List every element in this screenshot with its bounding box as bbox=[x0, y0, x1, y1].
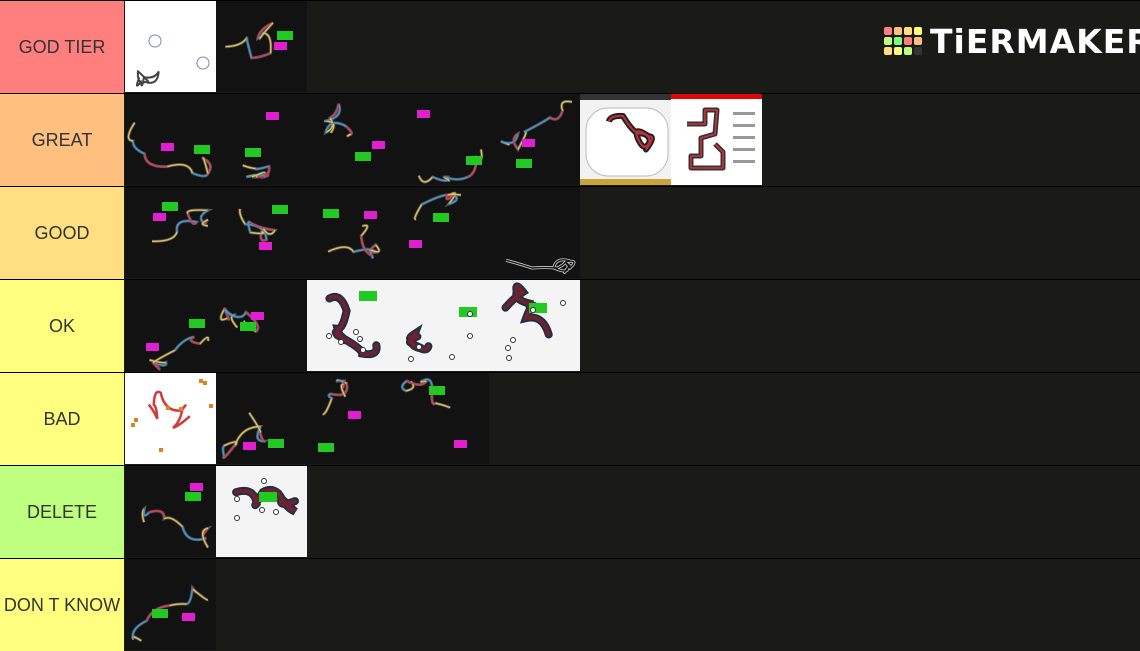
track-map-icon bbox=[307, 373, 398, 464]
logo-square bbox=[884, 27, 892, 35]
tier-item[interactable] bbox=[398, 187, 489, 278]
logo-text: TiERMAKER bbox=[930, 21, 1140, 61]
tier-items bbox=[125, 559, 216, 651]
tier-items bbox=[125, 94, 762, 186]
logo-square bbox=[884, 37, 892, 45]
logo-grid-icon bbox=[884, 27, 922, 55]
tier-items bbox=[125, 187, 580, 279]
tier-label[interactable]: DELETE bbox=[0, 466, 124, 558]
logo-square bbox=[914, 47, 922, 55]
track-map-icon bbox=[125, 559, 216, 650]
track-map-icon bbox=[216, 1, 307, 92]
logo-square bbox=[904, 47, 912, 55]
tiermaker-logo[interactable]: TiERMAKER bbox=[884, 20, 1140, 62]
tier-label[interactable]: OK bbox=[0, 280, 124, 372]
track-map-icon bbox=[580, 94, 671, 185]
track-map-icon bbox=[307, 94, 398, 185]
tier-item[interactable] bbox=[216, 373, 307, 464]
logo-square bbox=[914, 27, 922, 35]
tier-item[interactable] bbox=[489, 280, 580, 371]
tier-label[interactable]: GOOD bbox=[0, 187, 124, 279]
tier-row-good: GOOD bbox=[0, 187, 1140, 279]
tier-item[interactable] bbox=[125, 466, 216, 557]
tier-items bbox=[125, 466, 307, 558]
tier-item[interactable] bbox=[398, 373, 489, 464]
tier-row-bad: BAD bbox=[0, 373, 1140, 465]
tier-label[interactable]: BAD bbox=[0, 373, 124, 465]
tier-item[interactable] bbox=[216, 466, 307, 557]
track-map-icon bbox=[125, 187, 216, 278]
tier-item[interactable] bbox=[216, 187, 307, 278]
tier-label[interactable]: GOD TIER bbox=[0, 1, 124, 93]
track-map-icon bbox=[216, 187, 307, 278]
track-map-icon bbox=[398, 94, 489, 185]
track-map-icon bbox=[307, 280, 398, 371]
tier-row-great: GREAT bbox=[0, 94, 1140, 186]
logo-square bbox=[894, 37, 902, 45]
tier-row-ok: OK bbox=[0, 280, 1140, 372]
tier-item[interactable] bbox=[125, 1, 216, 92]
tier-items bbox=[125, 1, 307, 93]
tier-row-don-t-know: DON T KNOW bbox=[0, 559, 1140, 651]
track-map-icon bbox=[216, 373, 307, 464]
tier-item[interactable] bbox=[216, 94, 307, 185]
tier-item[interactable] bbox=[307, 373, 398, 464]
track-map-icon bbox=[125, 373, 216, 464]
tier-items bbox=[125, 373, 489, 465]
track-map-icon bbox=[671, 94, 762, 185]
logo-square bbox=[894, 27, 902, 35]
tier-item[interactable] bbox=[125, 94, 216, 185]
logo-square bbox=[904, 37, 912, 45]
tier-item[interactable] bbox=[307, 187, 398, 278]
tier-item[interactable] bbox=[125, 187, 216, 278]
track-map-icon bbox=[216, 94, 307, 185]
track-map-icon bbox=[489, 280, 580, 371]
tier-item[interactable] bbox=[125, 559, 216, 650]
tier-item[interactable] bbox=[216, 1, 307, 92]
logo-square bbox=[914, 37, 922, 45]
logo-square bbox=[894, 47, 902, 55]
track-map-icon bbox=[489, 94, 580, 185]
tier-row-delete: DELETE bbox=[0, 466, 1140, 558]
logo-square bbox=[904, 27, 912, 35]
tier-item[interactable] bbox=[580, 94, 671, 185]
tier-label[interactable]: GREAT bbox=[0, 94, 124, 186]
tier-item[interactable] bbox=[125, 373, 216, 464]
tier-label[interactable]: DON T KNOW bbox=[0, 559, 124, 651]
track-map-icon bbox=[125, 280, 216, 371]
track-map-icon bbox=[398, 280, 489, 371]
track-map-icon bbox=[489, 187, 580, 278]
track-map-icon bbox=[125, 466, 216, 557]
tier-item[interactable] bbox=[671, 94, 762, 185]
track-map-icon bbox=[398, 373, 489, 464]
tier-item[interactable] bbox=[307, 94, 398, 185]
track-map-icon bbox=[216, 466, 307, 557]
logo-square bbox=[884, 47, 892, 55]
tier-item[interactable] bbox=[307, 280, 398, 371]
tier-item[interactable] bbox=[216, 280, 307, 371]
track-map-icon bbox=[307, 187, 398, 278]
track-map-icon bbox=[398, 187, 489, 278]
track-map-icon bbox=[125, 1, 216, 92]
tier-item[interactable] bbox=[489, 187, 580, 278]
tier-item[interactable] bbox=[489, 94, 580, 185]
tier-item[interactable] bbox=[398, 280, 489, 371]
track-map-icon bbox=[216, 280, 307, 371]
tier-item[interactable] bbox=[398, 94, 489, 185]
tier-item[interactable] bbox=[125, 280, 216, 371]
tier-row-god-tier: GOD TIER bbox=[0, 1, 1140, 93]
tier-items bbox=[125, 280, 580, 372]
track-map-icon bbox=[125, 94, 216, 185]
